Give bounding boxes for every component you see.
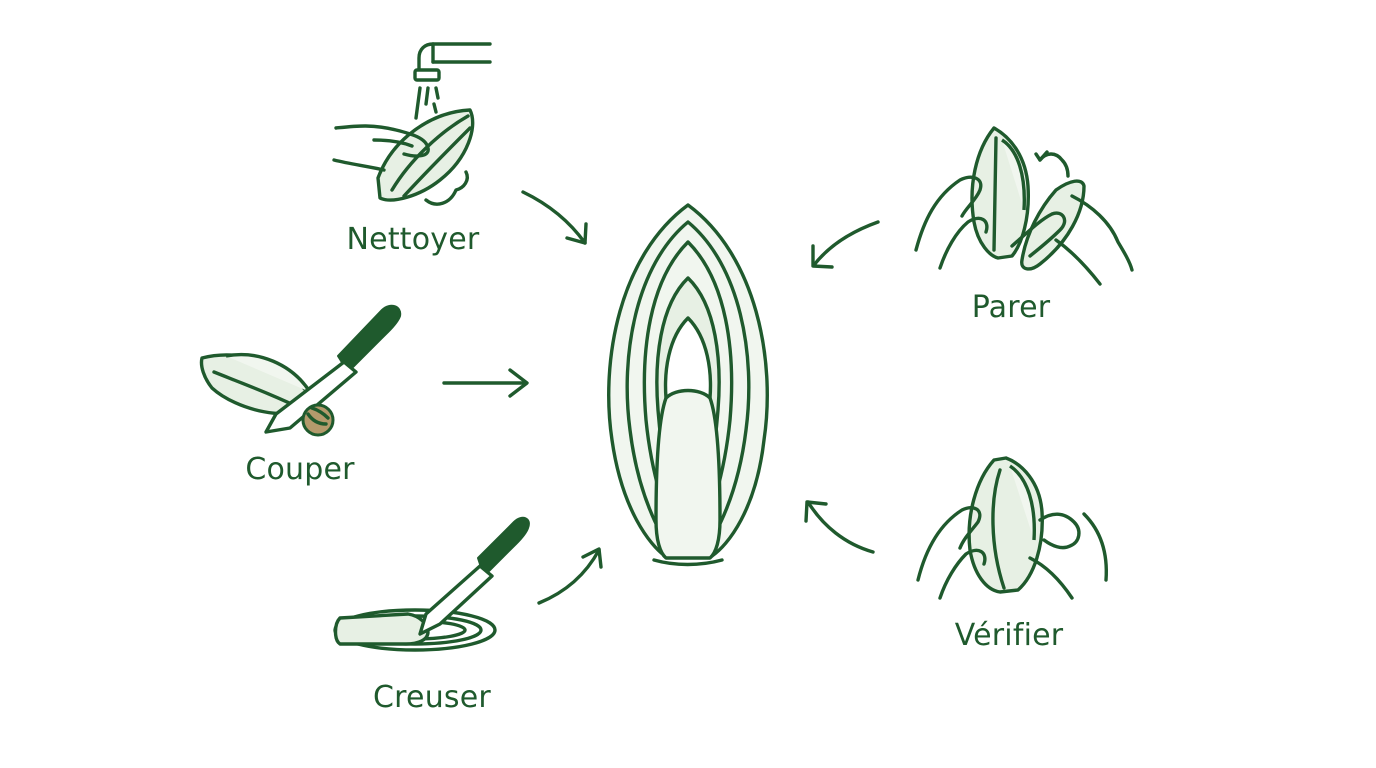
label-verifier: Vérifier	[954, 618, 1064, 653]
knife-cut-icon	[199, 304, 402, 437]
label-creuser: Creuser	[373, 680, 491, 715]
label-couper: Couper	[245, 452, 355, 487]
hands-check-icon	[916, 456, 1108, 600]
arrow-verifier	[804, 500, 875, 554]
hands-peel-icon	[914, 126, 1134, 286]
arrow-creuser	[537, 547, 603, 605]
arrow-parer	[811, 220, 880, 269]
arrow-nettoyer	[521, 190, 588, 245]
label-parer: Parer	[971, 290, 1051, 325]
faucet-washing-icon	[332, 42, 492, 206]
arrow-couper	[442, 368, 529, 398]
label-nettoyer: Nettoyer	[346, 222, 480, 257]
knife-hollow-icon	[333, 516, 530, 652]
endive-icon	[607, 203, 769, 567]
